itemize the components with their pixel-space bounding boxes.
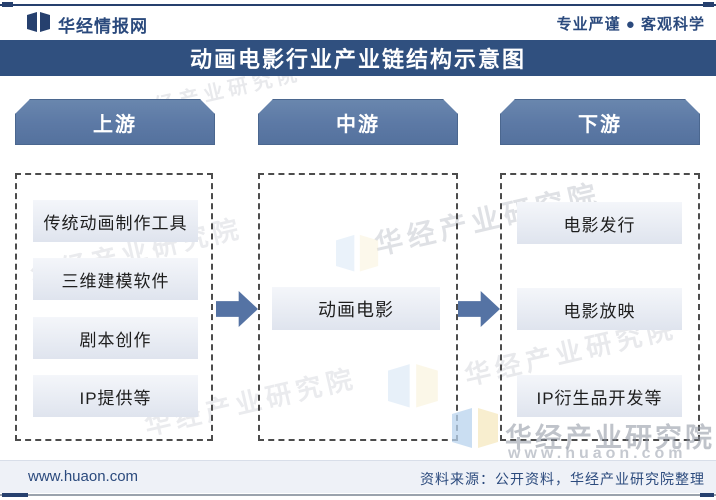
chain-item-upstream-4: IP提供等	[33, 375, 198, 417]
brand-name: 华经情报网	[58, 17, 148, 36]
brand-tagline: 专业严谨 ● 客观科学	[556, 16, 705, 33]
footer-strip	[0, 460, 716, 493]
chain-item-upstream-2: 三维建模软件	[33, 258, 198, 300]
bottom-accent-line	[0, 492, 716, 497]
top-accent-line	[0, 2, 716, 7]
footer-website: www.huaon.com	[28, 468, 139, 485]
arrow-right-icon	[216, 291, 258, 327]
chain-item-downstream-1: 电影发行	[517, 202, 682, 244]
page-title: 动画电影行业产业链结构示意图	[189, 47, 526, 72]
arrow-right-icon	[458, 291, 500, 327]
downstream-panel	[500, 173, 700, 441]
watermark-brand-text: 华经产业研究院	[505, 423, 715, 453]
accent-end-left	[2, 2, 13, 7]
watermark-brand-logo-icon	[452, 406, 500, 454]
title-banner: 动画电影行业产业链结构示意图	[0, 40, 716, 76]
midstream-panel	[258, 173, 458, 441]
brand-header: 华经情报网 专业严谨 ● 客观科学	[0, 8, 716, 38]
column-header-upstream: 上游	[15, 99, 215, 145]
watermark-brand-url: www.huaon.com	[508, 445, 687, 462]
watermark-logo-icon	[336, 226, 380, 284]
column-header-midstream-label: 中游	[336, 113, 380, 136]
column-header-midstream: 中游	[258, 99, 458, 145]
accent-end-right	[700, 492, 714, 497]
column-header-downstream: 下游	[500, 99, 700, 145]
chain-item-upstream-3: 剧本创作	[33, 317, 198, 359]
watermark-logo-icon	[388, 352, 440, 424]
column-header-upstream-label: 上游	[93, 113, 137, 136]
chain-item-midstream-1: 动画电影	[272, 287, 440, 330]
chain-item-upstream-1: 传统动画制作工具	[33, 200, 198, 242]
column-header-downstream-label: 下游	[578, 113, 622, 136]
chain-item-downstream-3: IP衍生品开发等	[517, 375, 682, 417]
accent-end-left	[2, 492, 28, 497]
huajing-logo-icon	[27, 12, 51, 34]
accent-end-right	[703, 2, 714, 7]
footer-source: 资料来源：公开资料，华经产业研究院整理	[420, 471, 705, 487]
chain-item-downstream-2: 电影放映	[517, 288, 682, 330]
upstream-panel	[15, 173, 213, 441]
